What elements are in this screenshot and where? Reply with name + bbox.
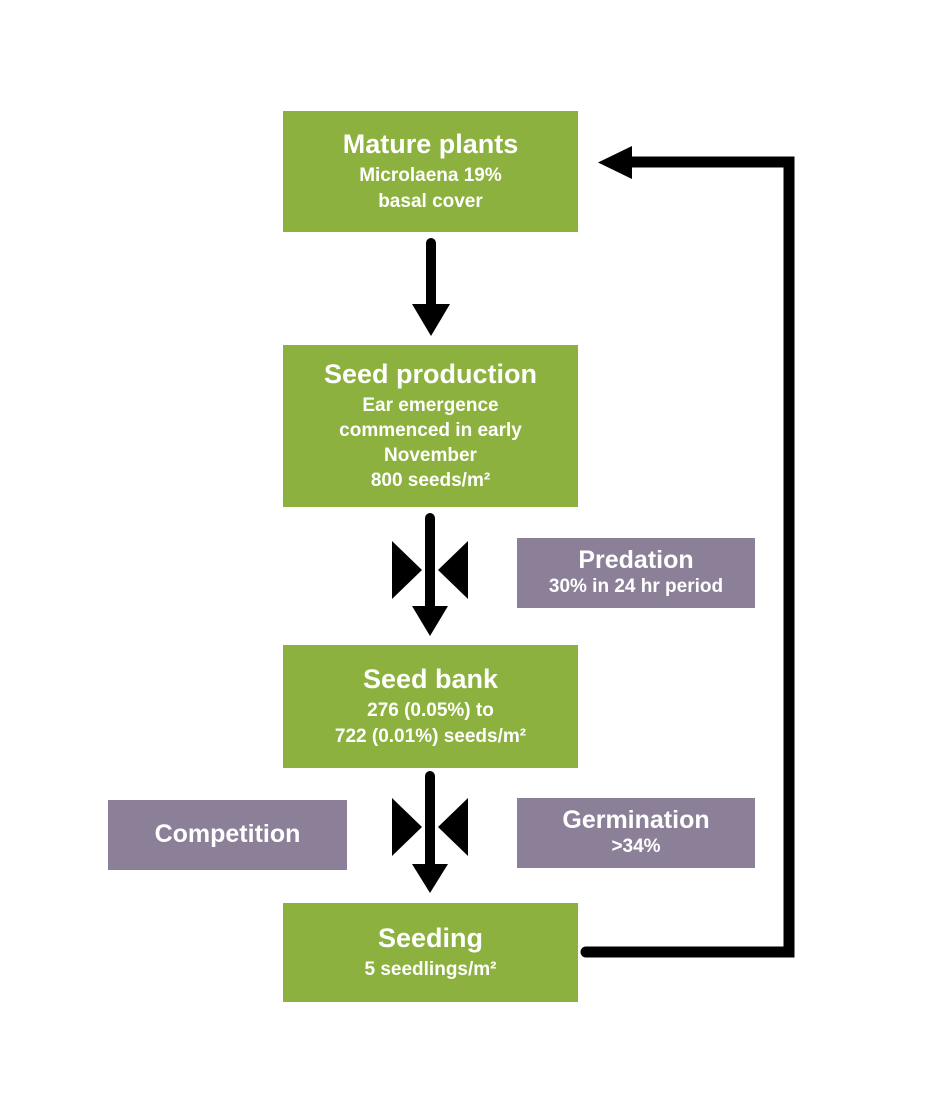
node-seed-bank: Seed bank 276 (0.05%) to 722 (0.01%) see… [283, 645, 578, 768]
node-seeding: Seeding 5 seedlings/m² [283, 903, 578, 1002]
node-subtitle: 5 seedlings/m² [364, 958, 497, 980]
factor-competition: Competition [108, 800, 347, 870]
node-mature-plants: Mature plants Microlaena 19% basal cover [283, 111, 578, 232]
node-seed-production: Seed production Ear emergence commenced … [283, 345, 578, 507]
loss-valve-icon [392, 513, 468, 636]
factor-germination: Germination >34% [517, 798, 755, 868]
down-arrow-icon [412, 238, 450, 336]
factor-title: Competition [154, 820, 301, 849]
node-title: Seed production [323, 358, 537, 389]
factor-subtitle: 30% in 24 hr period [548, 575, 724, 597]
factor-title: Predation [578, 546, 694, 575]
factor-title: Germination [562, 806, 710, 835]
loss-valve-icon [392, 771, 468, 893]
factor-subtitle: >34% [611, 835, 661, 857]
node-subtitle: Ear emergence commenced in early Novembe… [339, 394, 522, 492]
factor-predation: Predation 30% in 24 hr period [517, 538, 755, 608]
node-subtitle: Microlaena 19% basal cover [359, 165, 502, 212]
node-title: Seeding [377, 922, 484, 953]
node-title: Mature plants [342, 129, 519, 160]
node-subtitle: 276 (0.05%) to 722 (0.01%) seeds/m² [334, 700, 527, 747]
node-title: Seed bank [362, 664, 499, 695]
